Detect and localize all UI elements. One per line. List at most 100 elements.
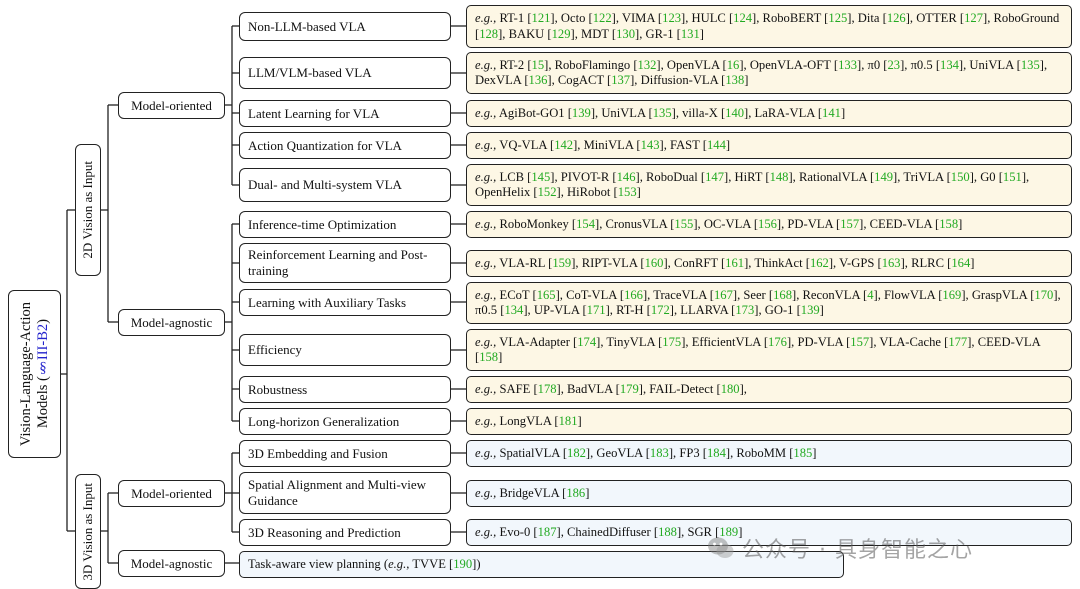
citation-ref[interactable]: 16 [726,57,740,72]
citation-ref[interactable]: 124 [733,11,753,25]
citation-ref[interactable]: 170 [1034,287,1054,302]
citation-ref[interactable]: 175 [662,334,682,349]
citation-ref[interactable]: 177 [948,334,968,349]
category-llm-vlm-vla: LLM/VLM-based VLA [239,57,451,89]
citation-ref[interactable]: 147 [705,169,725,184]
citation-ref[interactable]: 151 [1002,169,1022,184]
methods-text: e.g., RT-2 [15], RoboFlamingo [132], Ope… [475,57,1048,88]
citation-ref[interactable]: 171 [586,303,606,317]
citation-ref[interactable]: 169 [942,287,962,302]
citation-ref[interactable]: 156 [758,216,777,231]
category-task-aware-view-planning: Task-aware view planning (e.g., TVVE [19… [239,551,844,578]
citation-ref[interactable]: 155 [674,216,694,231]
citation-ref[interactable]: 136 [528,73,548,87]
citation-ref[interactable]: 153 [617,185,637,199]
citation-ref[interactable]: 174 [577,334,597,349]
citation-ref[interactable]: 127 [964,11,984,25]
methods-inference-time: e.g., RoboMonkey [154], CronusVLA [155],… [466,211,1072,238]
citation-ref[interactable]: 133 [838,57,857,72]
citation-ref[interactable]: 189 [719,524,739,539]
citation-ref[interactable]: 172 [650,303,670,317]
citation-ref[interactable]: 160 [644,255,664,270]
category-long-horizon: Long-horizon Generalization [239,408,451,435]
citation-ref[interactable]: 184 [706,445,726,460]
methods-text: e.g., ECoT [165], CoT-VLA [166], TraceVL… [475,287,1061,318]
citation-ref[interactable]: 126 [886,11,906,25]
category-3d-embedding: 3D Embedding and Fusion [239,440,451,467]
citation-ref[interactable]: 181 [558,413,578,428]
citation-ref[interactable]: 188 [658,524,677,539]
citation-ref[interactable]: 134 [940,57,959,72]
citation-ref[interactable]: 143 [640,137,660,152]
citation-ref[interactable]: 134 [504,303,524,317]
citation-ref[interactable]: 165 [536,287,556,302]
citation-ref[interactable]: 128 [479,26,499,41]
methods-text: e.g., Evo-0 [187], ChainedDiffuser [188]… [475,524,743,539]
citation-ref[interactable]: 15 [531,57,545,72]
citation-ref[interactable]: 144 [706,137,726,152]
category-3d-reasoning: 3D Reasoning and Prediction [239,519,451,546]
citation-ref[interactable]: 149 [874,169,894,184]
methods-long-horizon: e.g., LongVLA [181] [466,408,1072,435]
citation-ref[interactable]: 125 [828,11,848,25]
citation-ref[interactable]: 173 [735,303,755,317]
citation-ref[interactable]: 140 [725,105,745,120]
citation-ref[interactable]: 137 [611,73,631,87]
citation-ref[interactable]: 135 [652,105,672,120]
citation-ref[interactable]: 148 [769,169,789,184]
citation-ref[interactable]: 163 [881,255,901,270]
citation-ref[interactable]: 154 [576,216,595,231]
citation-ref[interactable]: 157 [850,334,870,349]
citation-ref[interactable]: 141 [822,105,841,120]
citation-ref[interactable]: 157 [840,216,860,231]
methods-text: e.g., VQ-VLA [142], MiniVLA [143], FAST … [475,137,731,152]
methods-auxiliary-tasks: e.g., ECoT [165], CoT-VLA [166], TraceVL… [466,282,1072,324]
citation-ref[interactable]: 167 [713,287,733,302]
branch-2d-label: 2D Vision as Input [80,161,95,259]
citation-ref[interactable]: 145 [531,169,551,184]
citation-ref[interactable]: 180 [720,381,740,396]
citation-ref[interactable]: 138 [725,73,745,87]
citation-ref[interactable]: 187 [537,524,557,539]
branch-3d-label: 3D Vision as Input [80,482,95,581]
methods-dual-multi-system: e.g., LCB [145], PIVOT-R [146], RoboDual… [466,164,1072,206]
group-3d-model-oriented: Model-oriented [118,480,225,507]
citation-ref[interactable]: 150 [950,169,970,184]
citation-ref[interactable]: 122 [592,11,612,25]
methods-3d-reasoning: e.g., Evo-0 [187], ChainedDiffuser [188]… [466,519,1072,546]
citation-ref[interactable]: 135 [1020,57,1040,72]
citation-ref[interactable]: 139 [571,105,591,120]
citation-ref[interactable]: 131 [680,26,700,41]
citation-ref[interactable]: 121 [531,11,551,25]
citation-ref[interactable]: 162 [809,255,829,270]
citation-ref[interactable]: 139 [800,303,820,317]
citation-ref[interactable]: 179 [619,381,639,396]
citation-ref[interactable]: 186 [566,485,586,500]
citation-ref[interactable]: 4 [867,287,874,302]
citation-ref[interactable]: 178 [537,381,557,396]
citation-ref[interactable]: 176 [768,334,787,349]
citation-ref[interactable]: 161 [725,255,745,270]
citation-ref[interactable]: 159 [552,255,572,270]
citation-ref[interactable]: 132 [637,57,657,72]
methods-non-llm-vla: e.g., RT-1 [121], Octo [122], VIMA [123]… [466,5,1072,48]
citation-ref[interactable]: 123 [662,11,682,25]
citation-ref[interactable]: 185 [793,445,813,460]
citation-ref[interactable]: 164 [951,255,971,270]
citation-ref[interactable]: 129 [551,26,571,41]
citation-ref[interactable]: 158 [939,216,959,231]
citation-ref[interactable]: 152 [537,185,557,199]
section-link[interactable]: §III-B2 [34,324,51,377]
citation-ref[interactable]: 182 [567,445,586,460]
citation-ref[interactable]: 158 [479,350,499,364]
citation-ref[interactable]: 23 [887,57,901,72]
citation-ref[interactable]: 183 [649,445,669,460]
citation-ref[interactable]: 146 [616,169,636,184]
methods-text: e.g., VLA-RL [159], RIPT-VLA [160], ConR… [475,255,975,270]
citation-ref[interactable]: 130 [616,26,636,41]
citation-ref[interactable]: 142 [554,137,574,152]
citation-ref[interactable]: 168 [773,287,792,302]
citation-ref[interactable]: 190 [453,556,473,571]
citation-ref[interactable]: 166 [624,287,643,302]
